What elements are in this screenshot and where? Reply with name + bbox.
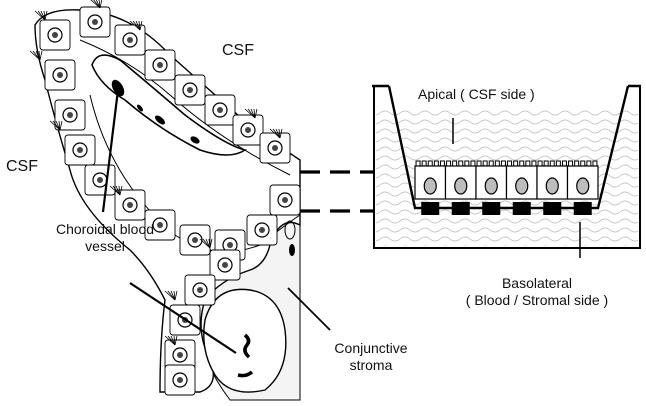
nucleolus	[157, 62, 163, 68]
basolateral-block	[482, 202, 500, 215]
nucleolus	[127, 202, 133, 208]
cell-nucleus	[546, 178, 558, 194]
basolateral-label: Basolateral ( Blood / Stromal side )	[432, 275, 642, 309]
nucleolus	[187, 87, 193, 93]
nucleolus	[272, 145, 278, 151]
basolateral-block	[543, 202, 561, 215]
csf-label-left: CSF	[6, 158, 38, 175]
nucleolus	[57, 72, 63, 78]
choroidal-vessel-label-line1: Choroidal blood	[26, 221, 184, 238]
conjunctive-stroma-label-line1: Conjunctive	[316, 340, 426, 357]
nucleolus	[67, 112, 73, 118]
basolateral-label-line2: ( Blood / Stromal side )	[432, 292, 642, 309]
nucleolus	[127, 37, 133, 43]
nucleolus	[197, 287, 203, 293]
stromal-cell	[289, 244, 295, 256]
basolateral-block	[452, 202, 470, 215]
basolateral-block	[513, 202, 531, 215]
dashed-connectors	[300, 172, 374, 211]
nucleolus	[245, 127, 251, 133]
cell-nucleus	[516, 178, 528, 194]
cell-nucleus	[577, 178, 589, 194]
choroidal-vessel-label: Choroidal blood vessel	[26, 221, 184, 255]
choroid-plexus-tissue	[30, 0, 300, 400]
basolateral-block	[421, 202, 439, 215]
cell-nucleus	[455, 178, 467, 194]
nucleolus	[222, 262, 228, 268]
nucleolus	[92, 19, 98, 25]
basolateral-block	[574, 202, 592, 215]
basolateral-label-line1: Basolateral	[432, 275, 642, 292]
choroidal-vessel-label-line2: vessel	[26, 238, 184, 255]
nucleolus	[177, 352, 183, 358]
nucleolus	[259, 227, 265, 233]
nucleolus	[192, 237, 198, 243]
nucleolus	[282, 197, 288, 203]
cell-nucleus	[485, 178, 497, 194]
nucleolus	[52, 32, 58, 38]
nucleolus	[77, 147, 83, 153]
apical-label: Apical ( CSF side )	[418, 86, 535, 103]
conjunctive-stroma-label: Conjunctive stroma	[316, 340, 426, 374]
nucleolus	[227, 242, 233, 248]
nucleolus	[177, 377, 183, 383]
cell-nucleus	[424, 178, 436, 194]
csf-label-top: CSF	[222, 42, 254, 59]
nucleolus	[97, 177, 103, 183]
conjunctive-stroma-label-line2: stroma	[316, 357, 426, 374]
nucleolus	[217, 107, 223, 113]
transwell-model	[372, 85, 641, 258]
